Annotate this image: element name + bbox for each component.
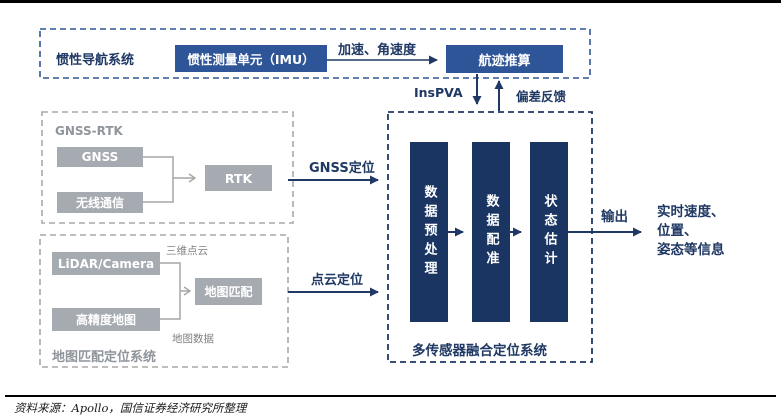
source-note: 资料来源：Apollo，国信证券经济研究所整理 bbox=[14, 401, 247, 415]
lidar-camera-box: LiDAR/Camera bbox=[52, 252, 160, 275]
gnss-rtk-boundary bbox=[41, 111, 294, 224]
output-label: 输出 bbox=[601, 209, 628, 225]
data-preprocess-column: 数据预处理 bbox=[410, 142, 448, 322]
output-line-1: 实时速度、 bbox=[657, 204, 725, 220]
gnss-box: GNSS bbox=[57, 147, 143, 167]
gnss-rtk-label: GNSS-RTK bbox=[55, 124, 123, 138]
map-system-boundary bbox=[39, 234, 289, 368]
dead-reckoning-box: 航迹推算 bbox=[446, 45, 563, 73]
imu-box: 惯性测量单元（IMU） bbox=[175, 45, 327, 72]
map-matching-box: 地图匹配 bbox=[195, 278, 262, 305]
output-info-text: 实时速度、 位置、 姿态等信息 bbox=[657, 203, 725, 260]
acceleration-angular-label: 加速、角速度 bbox=[338, 43, 417, 58]
footer-divider bbox=[5, 395, 776, 397]
connector-gnss-wireless-join bbox=[143, 156, 174, 203]
point-cloud-3d-label: 三维点云 bbox=[166, 245, 208, 257]
ins-system-label: 惯性导航系统 bbox=[56, 53, 135, 68]
gnss-positioning-label: GNSS定位 bbox=[309, 161, 375, 176]
map-system-label: 地图匹配定位系统 bbox=[52, 350, 157, 365]
output-line-2: 位置、 bbox=[657, 223, 698, 239]
inspva-label: InsPVA bbox=[414, 85, 463, 100]
fusion-system-label: 多传感器融合定位系统 bbox=[412, 343, 547, 359]
data-registration-column: 数据配准 bbox=[472, 142, 510, 322]
state-estimation-column: 状态估计 bbox=[530, 142, 568, 322]
fusion-system-boundary bbox=[387, 111, 593, 363]
map-data-label: 地图数据 bbox=[172, 333, 214, 345]
wireless-comm-box: 无线通信 bbox=[57, 192, 143, 213]
connector-lidar-map-join bbox=[160, 262, 181, 320]
bias-feedback-label: 偏差反馈 bbox=[516, 89, 567, 104]
point-cloud-positioning-label: 点云定位 bbox=[311, 273, 364, 288]
ins-system-boundary bbox=[39, 28, 591, 79]
hd-map-box: 高精度地图 bbox=[52, 308, 160, 331]
top-border-line bbox=[0, 0, 781, 3]
rtk-box: RTK bbox=[205, 165, 272, 191]
output-line-3: 姿态等信息 bbox=[657, 242, 725, 258]
